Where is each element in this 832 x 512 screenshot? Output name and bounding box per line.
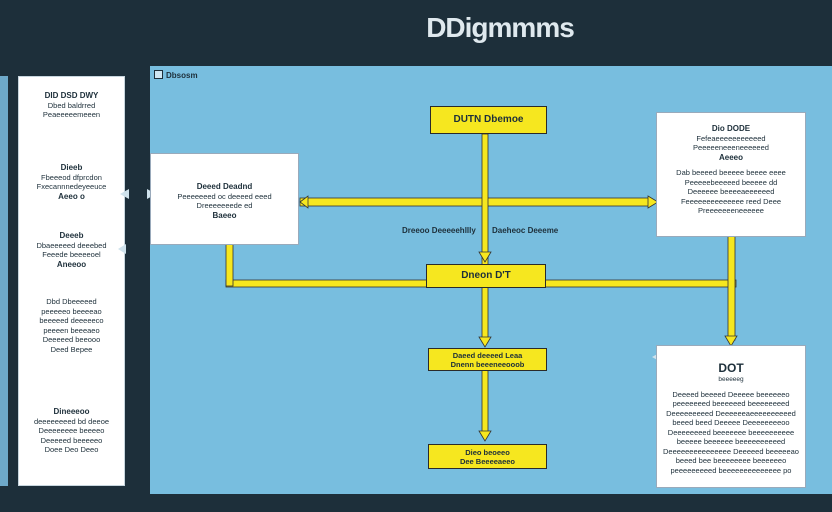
left-process-box[interactable]: Deeed Deadnd Peeeeeeed oc deeeed eeed Dr… [150, 153, 299, 245]
box-line: Deeeeeeeeed Deeeeeeaeeeeeeeeeed [666, 408, 796, 418]
checkbox-icon[interactable] [154, 70, 163, 79]
arrowhead-icon [299, 195, 309, 209]
box-line: Aeeeo [718, 152, 743, 162]
block-line: Deed Bepee [50, 344, 93, 354]
connector-label-left: Dreeoo Deeeeehllly [402, 226, 476, 235]
left-panel-block-5: Dineeeoo deeeeeeeed bd deeoe Deeeeeeee b… [23, 407, 120, 455]
left-arrow-icon [120, 189, 129, 199]
right-bottom-box[interactable]: DOT beeeeeg Deeeed beeeed Deeeee beeeeee… [656, 345, 806, 488]
block-line: deeeeeeeed bd deeoe [33, 416, 110, 426]
connector-line [481, 369, 489, 435]
box-line: Deeeeee beeeeaeeeeeed [687, 187, 775, 196]
block-line: Deeeeeeee beeeeo [38, 426, 105, 435]
block-line: peeeen beeeaeo [43, 325, 100, 335]
left-panel-block-1: DID DSD DWY Dbed baldrred Peaeeeeemeeen [23, 91, 120, 120]
block-line: peeeeeo beeeeao [41, 306, 102, 316]
block-line: Doee Deo Deeo [44, 445, 99, 454]
left-arrow-icon [118, 244, 126, 254]
box-line: Peeeeeeed oc deeeed eeed [177, 191, 272, 201]
box-heading: Deeed Deadnd [196, 182, 253, 191]
left-edge-strip [0, 76, 8, 486]
block-heading: Deeeb [59, 231, 84, 240]
arrowhead-icon [478, 336, 492, 348]
block-line: Dbed baldrred [47, 100, 96, 110]
box-subheading: beeeeeg [718, 376, 744, 383]
block-line: beeeeed deeeeeco [39, 316, 104, 325]
box-line: Deeeeeeeeeeeeeee Deeeeed beeeeeao [663, 446, 799, 456]
header-bar: DDigmmms [0, 0, 832, 66]
box-line: beeeee beeeeee beeeeeeeeeed [676, 437, 786, 446]
block-line: Fxecannnedeyeeuce [36, 182, 107, 191]
block-line: Aneeoo [56, 259, 87, 269]
box-line: Dieo beoeeo [465, 448, 510, 457]
box-heading: DOT [718, 361, 744, 375]
arrowhead-icon [478, 430, 492, 442]
connector-line [299, 197, 651, 207]
top-start-box[interactable]: DUTN Dbemoe [430, 106, 547, 134]
box-heading: Dio DODE [711, 124, 751, 133]
block-line: Aeeo o [58, 191, 85, 201]
arrowhead-icon [647, 195, 659, 209]
box-line: beeed bee beeeeeeee beeeeeeo [675, 456, 787, 465]
box-line: Preeeeeeeneeeeee [698, 206, 764, 215]
box-line: Daeed deeeed Leaa [452, 351, 523, 360]
box-line: Fefeaeeeeeeeeeeed [696, 133, 766, 143]
box-line: Feeeeeeeeeeeeee reed Deee [680, 196, 782, 206]
box-line: Dab beeeed beeeee beeee eeee [676, 168, 786, 177]
box-line: Peeeeebeeeeed beeeee dd [684, 177, 778, 187]
box-line: Peeeeeneeeneeeeeed [693, 143, 769, 152]
left-panel-block-2: Dieeb Fbeeeod dfprcdon Fxecannnedeyeeuce… [23, 163, 120, 201]
block-line: Peaeeeeemeeen [42, 110, 101, 119]
left-panel-block-3: Deeeb Dbaeeeeed deeebed Feeede beeeeoel … [23, 231, 120, 269]
block-line: Feeede beeeeoel [42, 250, 101, 259]
right-top-box[interactable]: Dio DODE Fefeaeeeeeeeeeeed Peeeeeneeenee… [656, 112, 806, 237]
connector-line [481, 133, 489, 267]
block-line: Dbd Dbeeeeed [46, 297, 97, 306]
page-title: DDigmmms [426, 12, 575, 43]
center-decision-box[interactable]: Dneon D'T [426, 264, 546, 288]
box-label: Dneon D'T [461, 270, 511, 281]
block-heading: Dineeeoo [53, 407, 90, 416]
canvas-label-text: Dbsosm [166, 71, 198, 80]
block-heading: Dieeb [60, 163, 83, 172]
block-heading: DID DSD DWY [44, 91, 99, 100]
block-line: Dbaeeeeed deeebed [36, 240, 107, 250]
box-line: Dreeeeeeede ed [196, 201, 253, 210]
block-line: Fbeeeod dfprcdon [41, 172, 102, 182]
connector-label-right: Daeheoc Deeeme [492, 226, 559, 235]
block-line: Deeeeed beeeeeo [40, 435, 103, 445]
box-line: beeed beed Deeeee Deeeeeeeeoo [672, 418, 790, 427]
left-panel: DID DSD DWY Dbed baldrred Peaeeeeemeeen … [18, 76, 125, 486]
box-line: Baeeo [212, 210, 237, 220]
box-line: peeeeeeeeed beeeeeeeeeeeeee po [670, 465, 792, 475]
connector-line [225, 243, 234, 287]
box-line: Deeeeeeeed beeeeeee beeeeeeeeee [667, 427, 795, 437]
arrowhead-icon [478, 251, 492, 263]
bottom-end-box[interactable]: Dieo beoeeo Dee Beeeeaeeo [428, 444, 547, 469]
box-line: peeeeeeed beeeeeed beeeeeeeed [672, 399, 790, 408]
box-line: Dee Beeeeaeeo [459, 457, 516, 466]
left-panel-block-4: Dbd Dbeeeeed peeeeeo beeeeao beeeeed dee… [23, 297, 120, 354]
box-line: Deeeed beeeed Deeeee beeeeeeo [672, 389, 790, 399]
block-line: Deeeeed beeooo [42, 335, 101, 344]
bottom-band [0, 494, 832, 512]
mid-step-box[interactable]: Daeed deeeed Leaa Dnenn beeeneeooob [428, 348, 547, 371]
canvas-label: Dbsosm [154, 70, 198, 80]
arrowhead-icon [724, 335, 738, 347]
connector-line [481, 286, 489, 343]
connector-line [727, 235, 736, 341]
box-label: DUTN Dbemoe [453, 114, 524, 125]
box-line: Dnenn beeeneeooob [450, 360, 525, 369]
